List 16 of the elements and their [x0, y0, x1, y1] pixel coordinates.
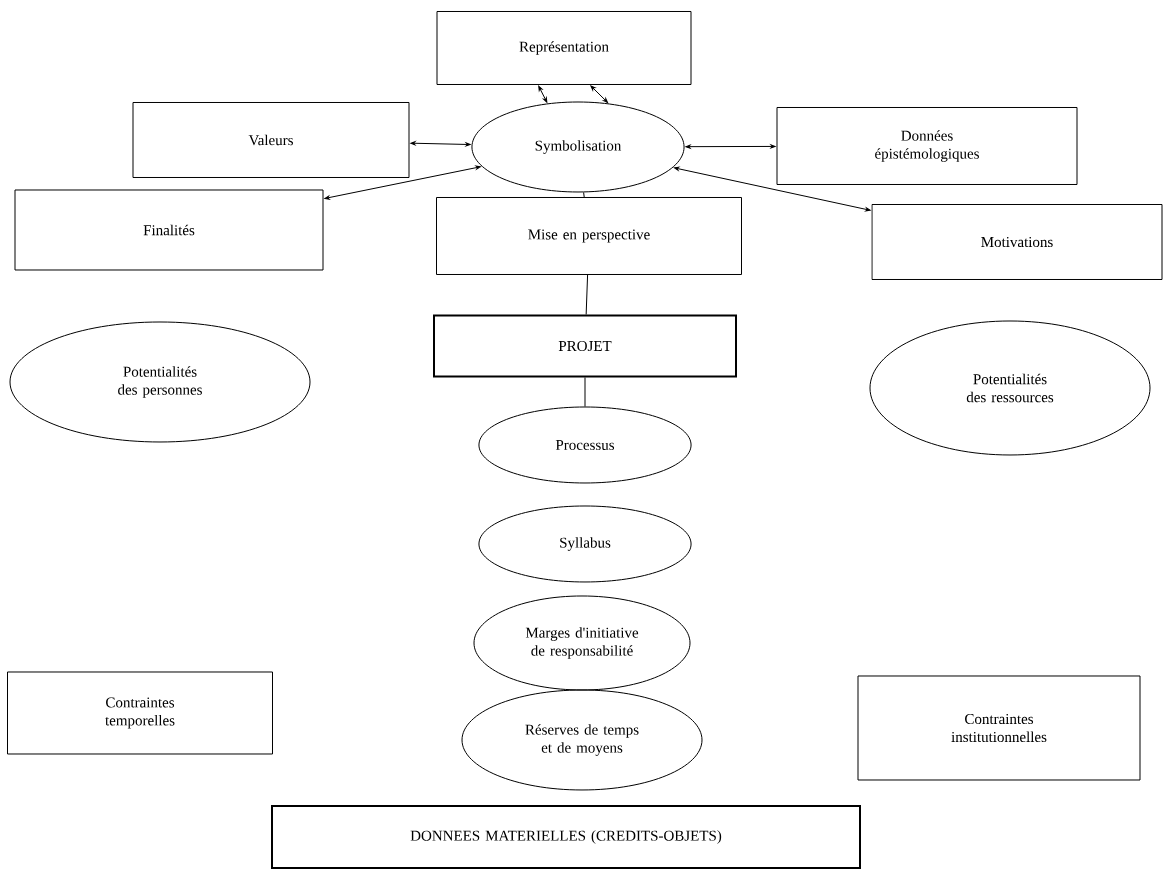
arrow [590, 85, 608, 103]
text-box: PROJET [433, 314, 737, 378]
text-box: DONNEES MATERIELLES (CREDITS-OBJETS) [271, 805, 861, 869]
arrow [410, 141, 471, 147]
text-box: Valeurs [132, 102, 410, 178]
arrow [685, 144, 776, 149]
text-box: Contraintes temporelles [7, 671, 273, 755]
text-box: Finalités [14, 189, 324, 271]
text-box: Représentation [436, 11, 692, 85]
arrow [538, 85, 548, 103]
text-box: Données épistémologiques [776, 107, 1078, 185]
text-box: Mise en perspective [436, 197, 742, 275]
text-box: Motivations [871, 204, 1163, 280]
text-box: Contraintes institutionnelles [857, 675, 1141, 781]
arrow [673, 166, 871, 212]
arrow [324, 165, 481, 200]
